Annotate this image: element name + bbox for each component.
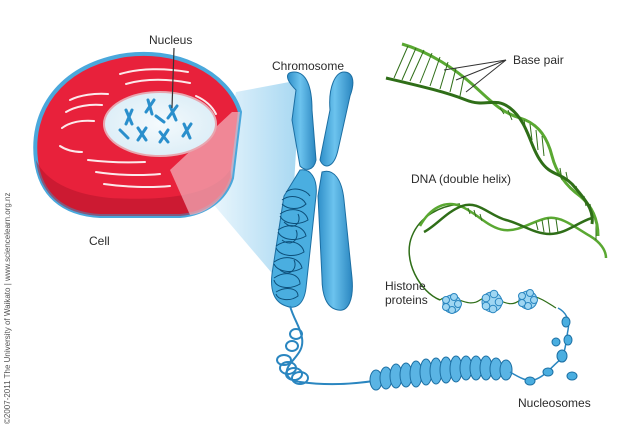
histone-3 — [518, 289, 538, 310]
coiled-fibre-left — [276, 328, 309, 385]
dna-helix-lower — [418, 202, 608, 259]
chromosome-arm-bottom-right — [317, 170, 353, 311]
nucleosome-beads — [524, 316, 578, 386]
histone-2 — [481, 289, 504, 314]
histone-proteins — [442, 289, 538, 314]
label-histone: Histone proteins — [385, 279, 428, 307]
organelles — [59, 68, 217, 189]
histone-1 — [442, 293, 462, 314]
nucleus-leader — [171, 47, 175, 109]
solenoid — [369, 355, 513, 391]
chromosome-arm-bottom-left — [271, 169, 317, 308]
copyright-credit: ©2007-2011 The University of Waikato | w… — [3, 192, 12, 425]
label-nucleus: Nucleus — [149, 33, 193, 47]
chromosome-coils — [273, 188, 311, 301]
label-cell: Cell — [89, 234, 110, 248]
label-base-pair: Base pair — [513, 53, 564, 67]
chromosome — [271, 71, 354, 311]
cell — [33, 51, 243, 218]
dna-helix-upper — [385, 42, 600, 237]
chromosome-arm-top-left — [287, 71, 317, 170]
base-pair-leaders — [443, 59, 507, 93]
chromosome-arm-top-right — [319, 71, 354, 167]
nucleus — [103, 91, 217, 157]
label-dna: DNA (double helix) — [411, 172, 512, 186]
label-histone-line2: proteins — [385, 293, 428, 307]
label-chromosome: Chromosome — [272, 59, 345, 73]
label-histone-line1: Histone — [385, 279, 426, 293]
label-nucleosomes: Nucleosomes — [518, 396, 591, 410]
dna-loop — [408, 203, 461, 301]
cell-side-shade — [36, 160, 232, 216]
dna-strand-a — [401, 42, 600, 237]
dna-base-pair-rungs — [393, 45, 593, 217]
cell-cutaway — [170, 112, 240, 215]
dna-lower-rungs — [467, 207, 597, 240]
nucleus-chromosomes — [118, 98, 193, 144]
